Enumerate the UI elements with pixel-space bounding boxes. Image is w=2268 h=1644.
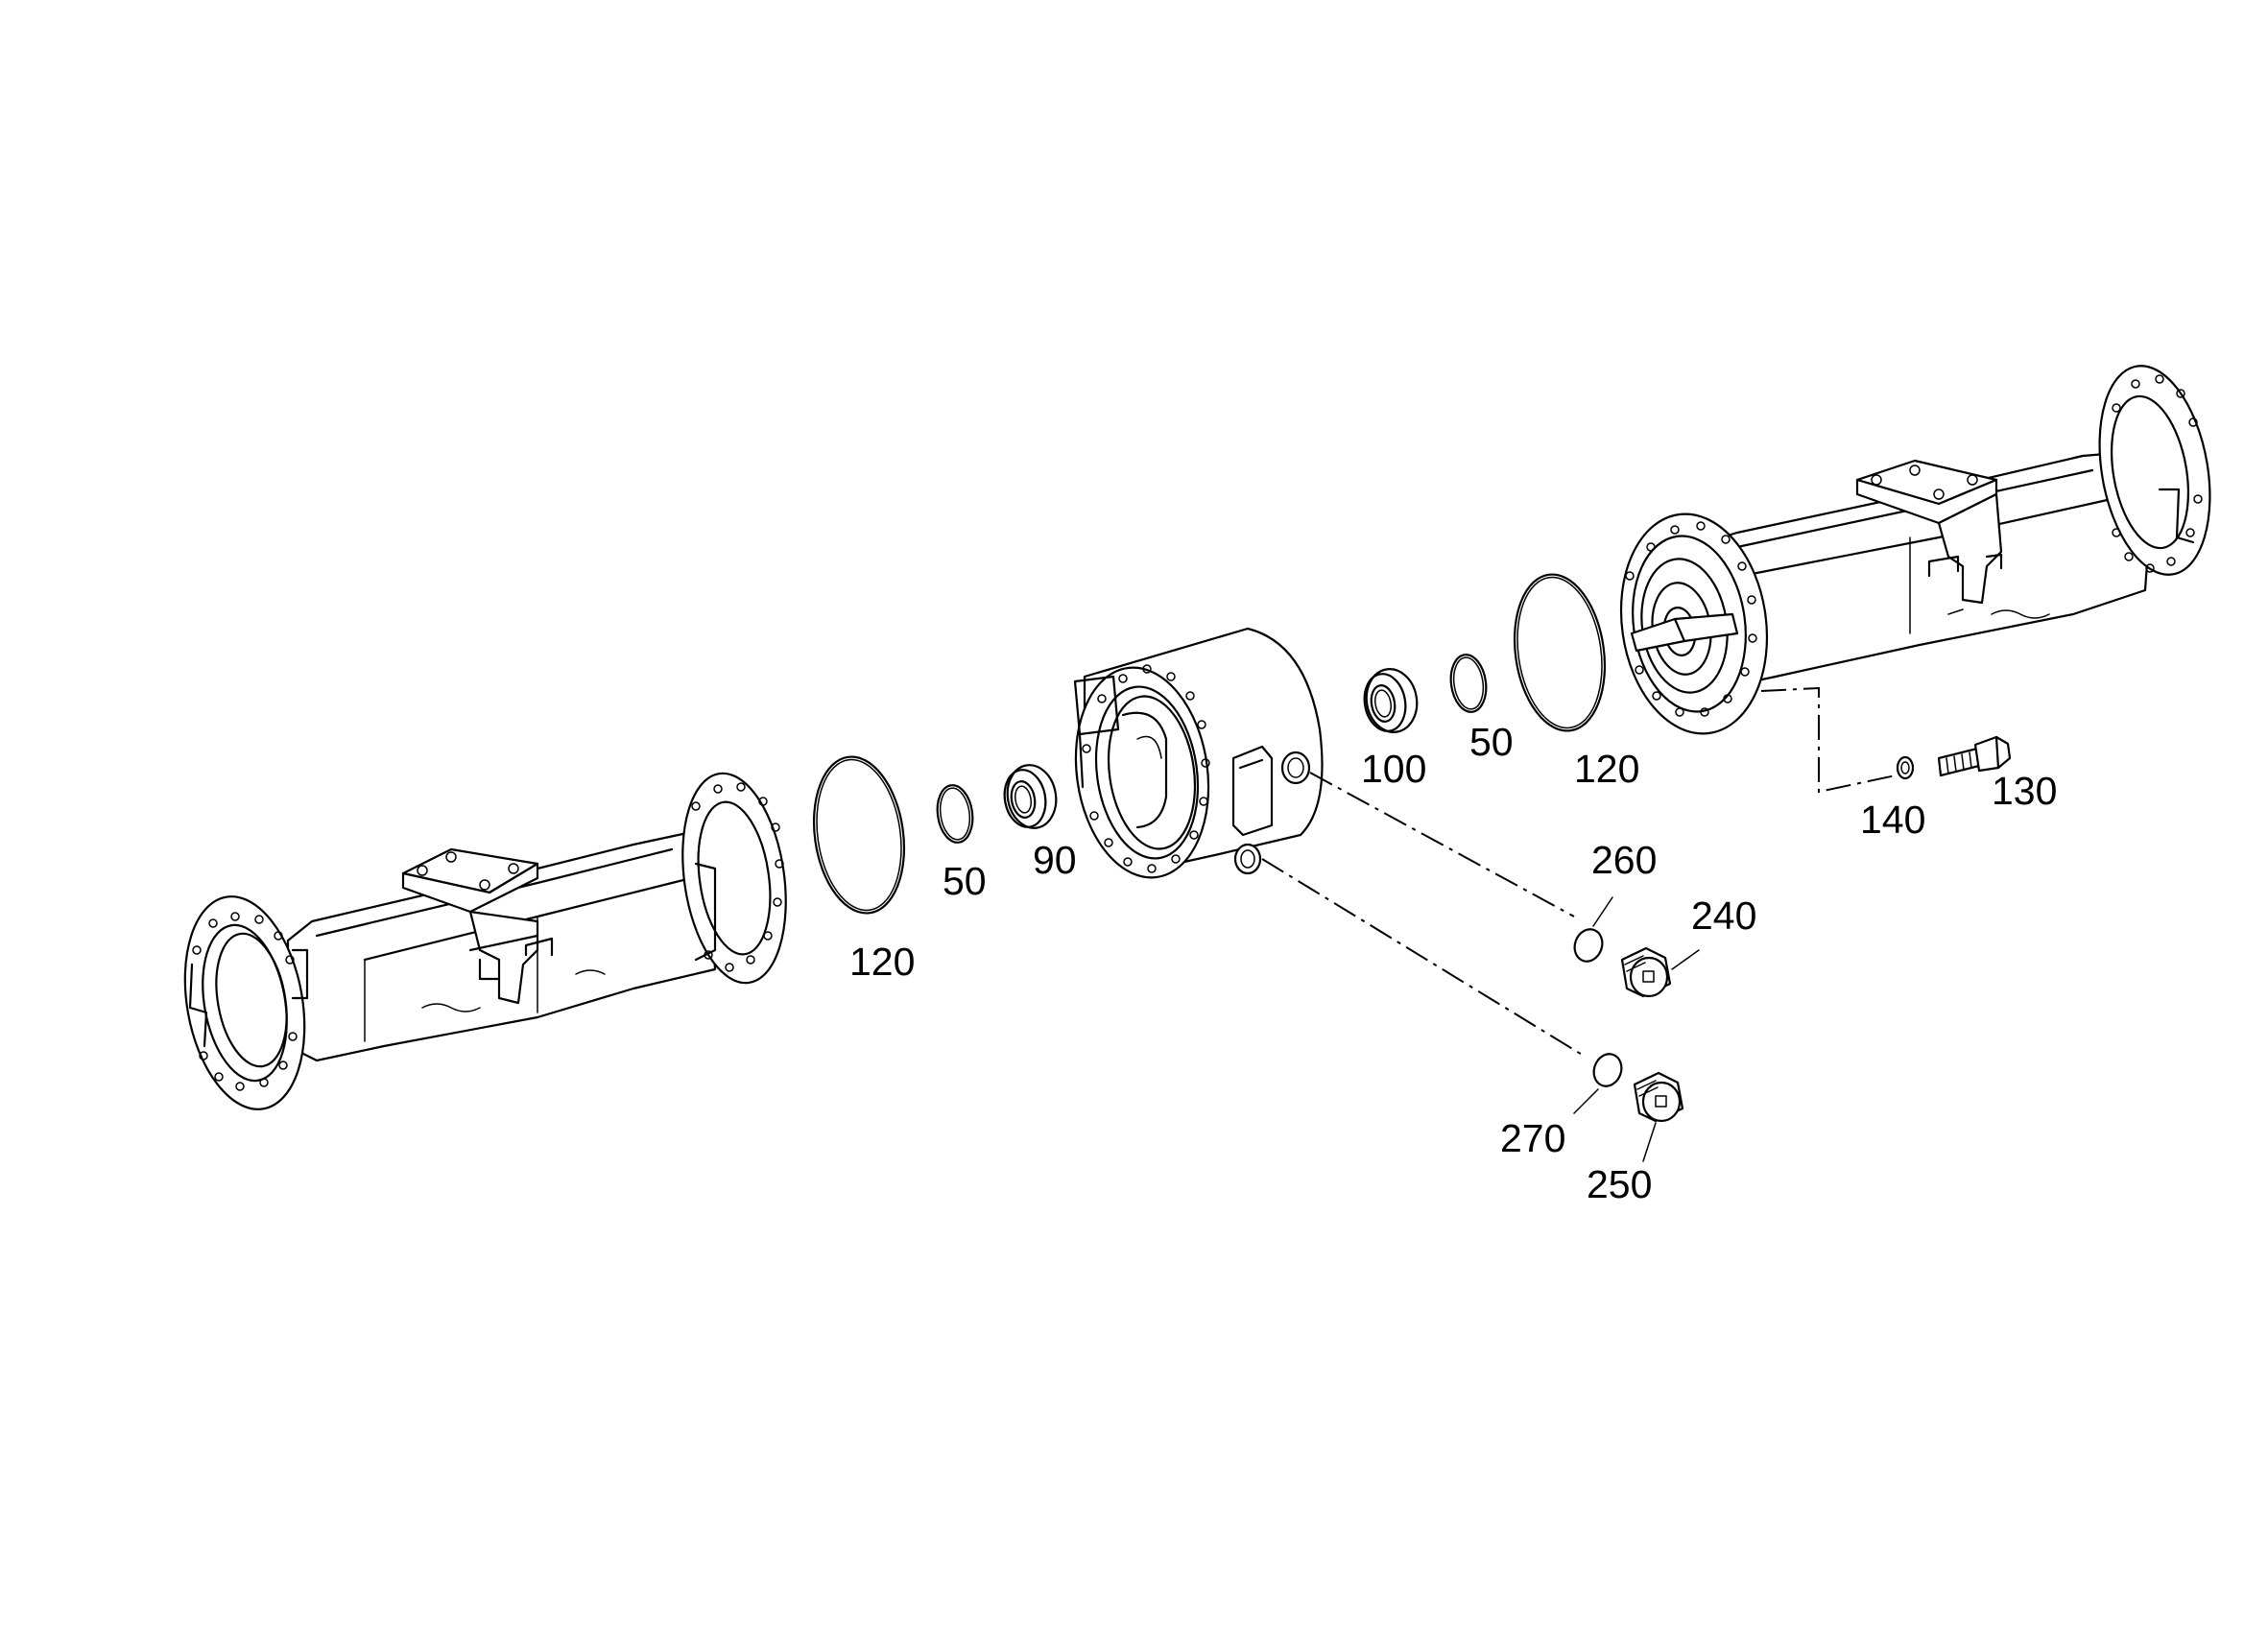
bearing-90 xyxy=(1003,764,1058,829)
bearing-100 xyxy=(1363,668,1419,733)
o-ring-270 xyxy=(1592,1053,1623,1087)
snap-ring-50-left xyxy=(936,784,974,844)
callout-260: 260 xyxy=(1591,838,1657,882)
plug-240 xyxy=(1620,946,1672,998)
callout-100: 100 xyxy=(1361,747,1426,791)
leader-line-plug-250 xyxy=(1261,858,1585,1057)
callout-270: 270 xyxy=(1500,1116,1565,1160)
callout-50-right: 50 xyxy=(1469,720,1514,764)
pointer-250 xyxy=(1642,1122,1657,1162)
right-axle-housing xyxy=(1619,365,2211,735)
plug-250 xyxy=(1633,1071,1684,1123)
seal-ring-120-left xyxy=(812,755,906,915)
callout-240: 240 xyxy=(1691,893,1756,938)
callout-250: 250 xyxy=(1587,1162,1652,1206)
callout-140: 140 xyxy=(1860,798,1925,842)
callout-130: 130 xyxy=(1992,769,2057,813)
pointer-240 xyxy=(1671,949,1700,970)
callout-50-left: 50 xyxy=(943,859,987,903)
left-axle-housing xyxy=(183,772,787,1110)
callout-120-right: 120 xyxy=(1574,747,1639,791)
snap-ring-50-right xyxy=(1449,654,1488,713)
pointer-270 xyxy=(1573,1088,1599,1114)
callout-90: 90 xyxy=(1033,838,1077,882)
leader-line-bolt xyxy=(1760,686,1897,794)
washer-140 xyxy=(1896,755,1915,780)
seal-ring-120-right xyxy=(1513,573,1607,732)
callout-120-left: 120 xyxy=(849,940,915,984)
pointer-260 xyxy=(1592,896,1613,927)
center-differential-housing xyxy=(1073,627,1324,879)
o-ring-260 xyxy=(1573,928,1604,963)
leader-line-plug-240 xyxy=(1309,772,1575,917)
bolt-130 xyxy=(1937,735,2012,777)
